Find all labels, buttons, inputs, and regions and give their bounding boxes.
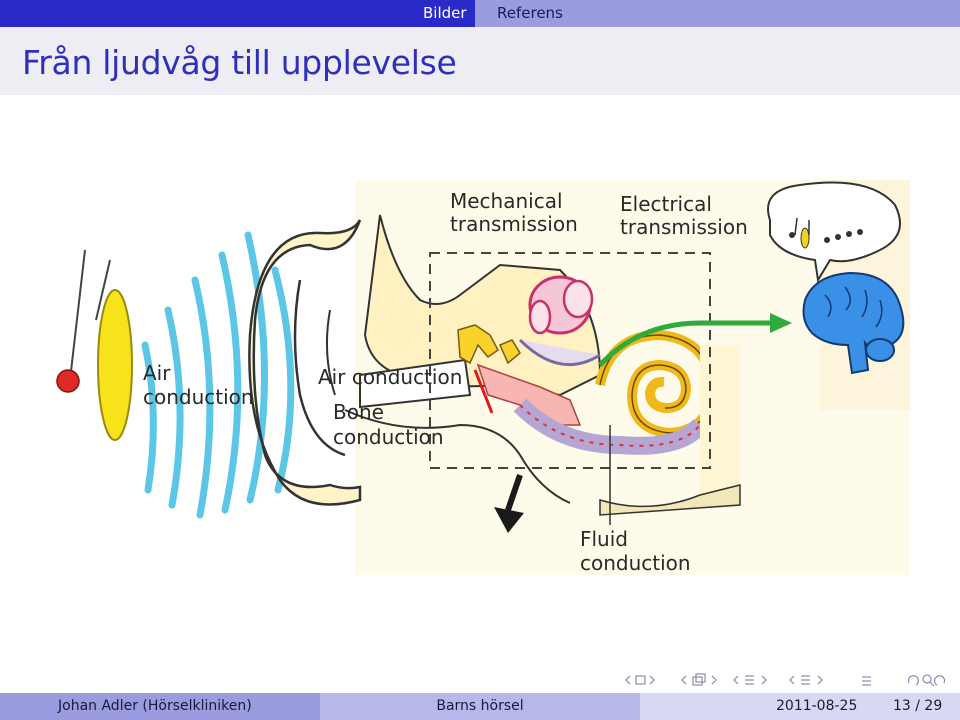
ear-diagram: Mechanical transmission Electrical trans… [56, 180, 910, 575]
nav-tab-referens[interactable]: Referens [497, 4, 563, 22]
semicircular-canals [518, 275, 601, 367]
footer-date-segment: 2011-08-25 13 / 29 [640, 693, 960, 720]
nav-subsection-forward-icon[interactable] [711, 675, 717, 685]
tuning-fork-icon [56, 249, 133, 441]
nav-section-back-icon[interactable] [733, 675, 739, 685]
middle-ear-ossicles [457, 324, 582, 426]
nav-document-icon[interactable] [801, 675, 810, 685]
electrical-signal-arrow [598, 313, 792, 367]
nav-search-icon[interactable] [922, 674, 935, 687]
label-bone-1: Bone [333, 400, 384, 424]
footer-page-number: 13 / 29 [893, 698, 943, 714]
section-nav-light [475, 0, 960, 27]
footer: Johan Adler (Hörselkliniken) Barns hörse… [0, 693, 960, 720]
label-air-outer-1: Air [143, 361, 171, 385]
nav-section-icon[interactable] [745, 675, 754, 685]
label-electrical-2: transmission [620, 215, 748, 239]
cochlea [513, 329, 718, 455]
nav-section-forward-icon[interactable] [761, 675, 767, 685]
nav-tab-bilder[interactable]: Bilder [423, 4, 467, 22]
nav-undo-icon[interactable] [907, 675, 920, 686]
label-air-inner: Air conduction [318, 365, 462, 389]
nav-frame-forward-icon[interactable] [649, 675, 655, 685]
label-air-outer-2: conduction [143, 385, 254, 409]
footer-date: 2011-08-25 [776, 698, 858, 714]
ear-canal [359, 358, 472, 409]
nav-frame-back-icon[interactable] [625, 675, 631, 685]
label-bone-2: conduction [333, 425, 444, 449]
nav-document-forward-icon[interactable] [817, 675, 823, 685]
middle-inner-ear-box [429, 252, 711, 469]
section-nav-bar: Bilder Referens [0, 0, 960, 27]
label-mechanical-2: transmission [450, 212, 578, 236]
thought-bubble [767, 181, 901, 283]
label-electrical-1: Electrical [620, 192, 712, 216]
title-band: Från ljudvåg till upplevelse [0, 27, 960, 95]
bone-conduction-arrow [494, 474, 524, 533]
sound-waves [141, 231, 295, 519]
footer-author: Johan Adler (Hörselkliniken) [58, 698, 252, 714]
footer-talk-segment: Barns hörsel [320, 693, 640, 720]
label-mechanical-1: Mechanical [450, 189, 563, 213]
footer-author-segment: Johan Adler (Hörselkliniken) [0, 693, 320, 720]
slide-title: Från ljudvåg till upplevelse [22, 43, 457, 82]
nav-appendix-icon[interactable] [862, 676, 871, 686]
outer-ear [248, 219, 362, 506]
beamer-navigation [625, 673, 946, 687]
label-fluid-2: conduction [580, 551, 691, 575]
footer-talk-title: Barns hörsel [436, 698, 524, 714]
nav-redo-icon[interactable] [933, 675, 946, 686]
brain-icon [802, 271, 905, 375]
nav-subsection-back-icon[interactable] [681, 675, 687, 685]
nav-subsection-icon[interactable] [692, 673, 706, 686]
nav-frame-icon[interactable] [635, 675, 646, 685]
nav-document-back-icon[interactable] [789, 675, 795, 685]
label-fluid-1: Fluid [580, 527, 628, 551]
